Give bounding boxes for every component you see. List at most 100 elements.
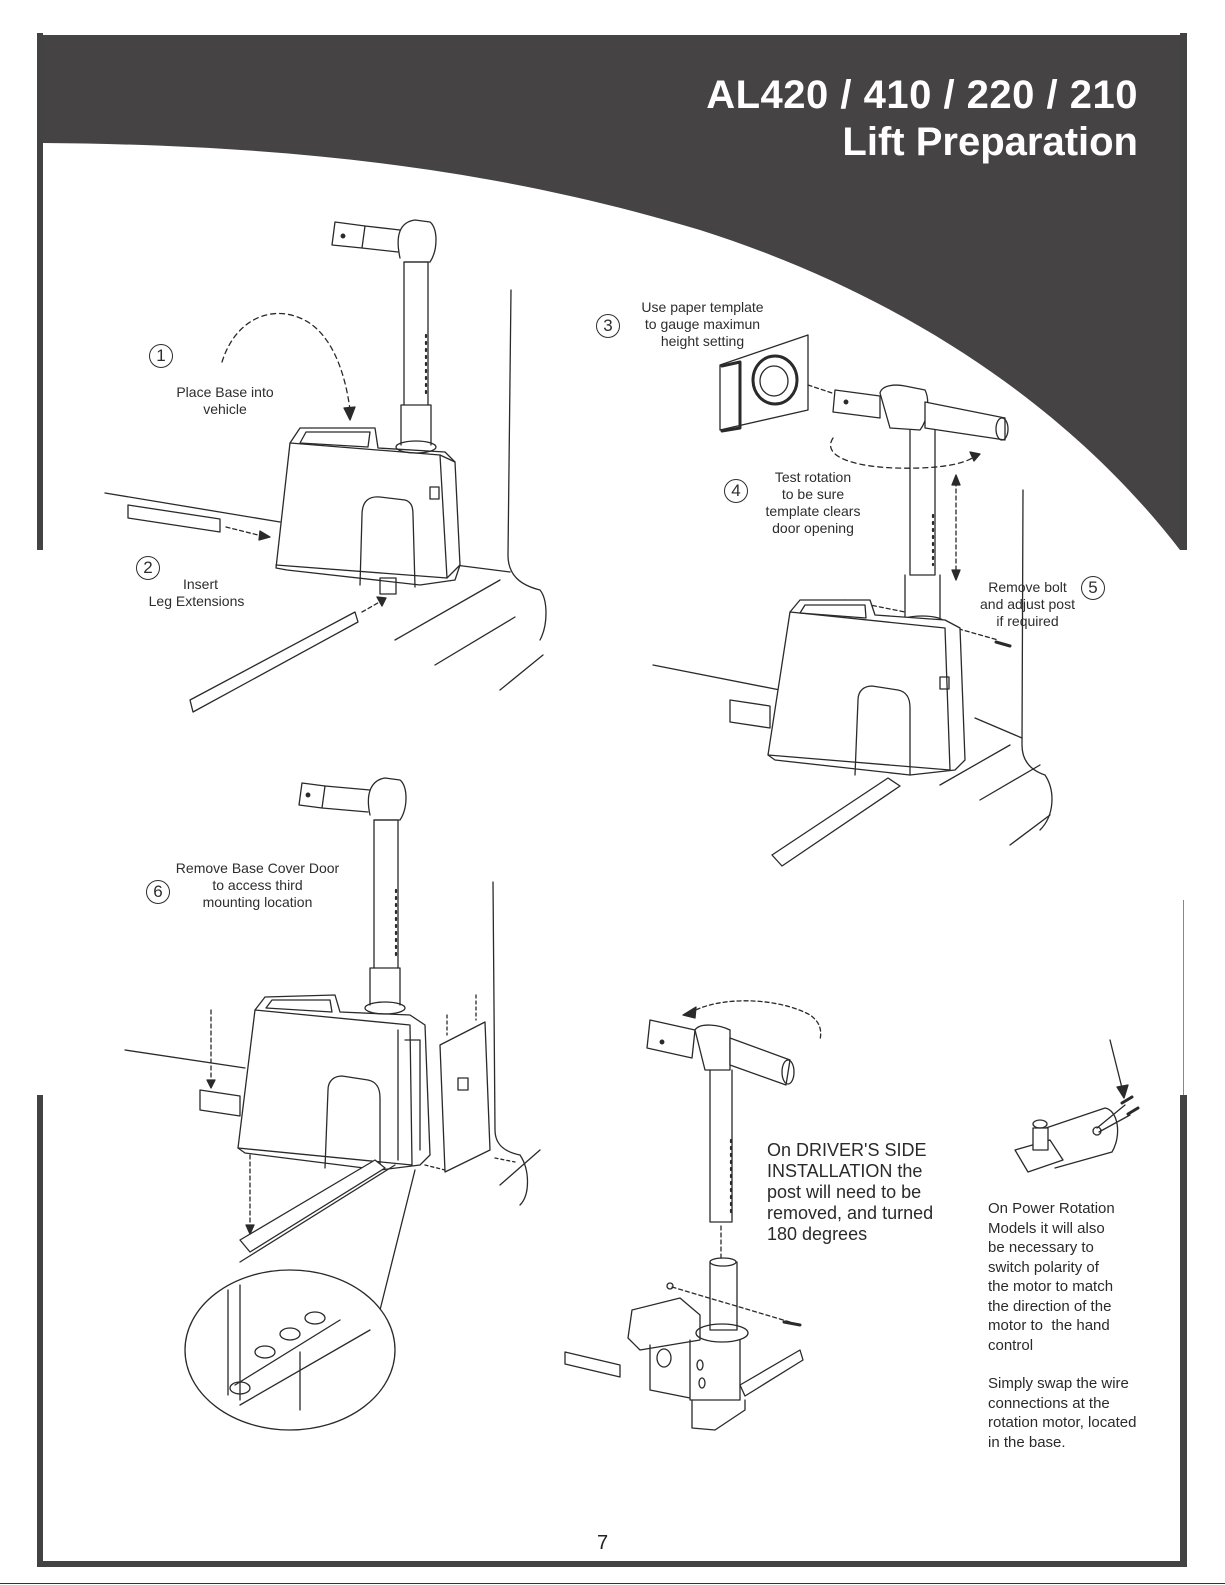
bolt xyxy=(994,640,1012,648)
height-adjust-arrowhead-bottom xyxy=(951,569,961,581)
caption-line: to be sure xyxy=(781,486,845,502)
note-line: be necessary to xyxy=(988,1239,1094,1256)
post-upper xyxy=(403,261,429,406)
note-line: control xyxy=(988,1336,1034,1354)
frame-leg-left xyxy=(564,1351,621,1378)
leg-extension-short-arrowhead xyxy=(258,530,271,541)
leg-drop-arrowhead-long xyxy=(245,1224,255,1235)
leg-long-3 xyxy=(239,1159,386,1253)
t-arm-4-right xyxy=(729,1037,791,1086)
cover-door-screw-lines xyxy=(446,994,477,1036)
base-tray xyxy=(299,431,371,448)
template-cutout xyxy=(751,354,799,406)
detail-callout-lines xyxy=(239,1164,416,1311)
caption-line: and adjust post xyxy=(980,596,1075,612)
step-caption-3: Use paper template to gauge maximun heig… xyxy=(625,299,780,350)
leg-extension-short-arrow xyxy=(225,526,263,537)
base-switch-2 xyxy=(939,676,950,690)
frame-border-left-bottom xyxy=(37,1095,43,1567)
bolt-4-line xyxy=(671,1286,791,1323)
motor-body xyxy=(1039,1107,1119,1169)
template-cutout-inner xyxy=(759,365,789,397)
frame-leg-front xyxy=(691,1399,746,1431)
frame-border-right-thin xyxy=(1183,900,1184,1100)
turn-arrowhead xyxy=(682,1006,697,1019)
frame-leg-right xyxy=(739,1349,804,1397)
note-line: rotation motor, located xyxy=(988,1414,1137,1431)
template-rotation-illustration xyxy=(652,334,1053,867)
leg-short-3 xyxy=(199,1089,241,1117)
bottom-rule xyxy=(0,1583,1225,1584)
caption-line: Place Base into xyxy=(176,384,274,400)
post-2-upper xyxy=(909,429,936,576)
t-arm-center xyxy=(879,384,929,431)
post-lower xyxy=(400,404,432,446)
step-number-3: 3 xyxy=(596,314,620,338)
step-number-5: 5 xyxy=(1081,576,1105,600)
vehicle-wall-line xyxy=(507,289,547,641)
motor-pointer-arrowhead xyxy=(1116,1084,1129,1099)
caption-line: to gauge maximun xyxy=(644,316,761,332)
caption-line: to access third xyxy=(212,877,303,893)
motor-pointer-arrow xyxy=(1109,1039,1123,1089)
place-arrowhead xyxy=(343,406,356,421)
vehicle-floor-line xyxy=(104,492,281,523)
frame-border-right-top xyxy=(1180,33,1187,550)
caption-line: template clears xyxy=(765,503,861,519)
turntable xyxy=(695,1323,749,1343)
vehicle-sill-line-3 xyxy=(499,1149,541,1186)
motor-gear xyxy=(1032,1127,1049,1151)
note-line: switch polarity of xyxy=(988,1258,1099,1276)
post-3-collar xyxy=(364,1001,406,1015)
post-3-upper xyxy=(373,819,399,969)
base-frame-4 xyxy=(649,1339,741,1401)
base-housing-3 xyxy=(237,994,431,1171)
note-line: motor to the hand xyxy=(988,1317,1110,1334)
motor-wire-ends xyxy=(1120,1095,1140,1116)
cover-door-dash-right xyxy=(424,1157,516,1171)
t-arm-4-right-end xyxy=(781,1059,795,1085)
post-removal-illustration xyxy=(564,1000,822,1431)
step-number-4: 4 xyxy=(724,479,748,503)
base-cover-door-illustration xyxy=(124,777,541,1431)
note-line: removed, and turned xyxy=(767,1203,934,1223)
banner-shape xyxy=(38,35,1187,550)
vehicle-floor-line-2 xyxy=(652,664,1023,739)
note-line: post will need to be xyxy=(767,1182,922,1202)
arm-3-elbow xyxy=(367,777,407,821)
socket-tube-top xyxy=(709,1257,737,1267)
motor-box xyxy=(627,1297,701,1351)
base-placement-illustration xyxy=(104,219,547,713)
note-line: in the base. xyxy=(988,1433,1066,1451)
base-switch xyxy=(429,486,440,500)
paragraph-spacer xyxy=(988,1355,1136,1374)
motor-wires xyxy=(1096,1104,1131,1133)
base-housing xyxy=(275,427,461,586)
vehicle-wall-line-2 xyxy=(1021,489,1053,831)
vehicle-sill-lines xyxy=(394,579,544,691)
frame-hole-b xyxy=(698,1377,706,1389)
frame-border-left-top xyxy=(37,33,43,550)
bolt-4 xyxy=(782,1320,802,1327)
template-band xyxy=(720,360,742,433)
base-arch-door xyxy=(359,496,416,588)
frame-border-right-bottom xyxy=(1180,1095,1187,1567)
note-line: On Power Rotation xyxy=(988,1200,1115,1217)
base-front-face xyxy=(275,442,448,579)
caption-line: Insert xyxy=(182,576,218,592)
caption-line: Use paper template xyxy=(641,299,764,315)
caption-line: door opening xyxy=(772,520,854,536)
note-line: Simply swap the wire xyxy=(988,1375,1129,1392)
base-tray-3 xyxy=(265,999,333,1013)
bolt-4-nut xyxy=(666,1282,674,1290)
t-arm-right-end xyxy=(995,417,1009,441)
rotation-arc-arrow xyxy=(830,437,976,469)
base-arch-door-3 xyxy=(324,1075,381,1169)
frame-hole-c xyxy=(656,1348,672,1368)
socket-tube xyxy=(709,1261,738,1331)
header-banner xyxy=(38,35,1187,550)
template-dash-line xyxy=(807,384,833,394)
driver-side-note: On DRIVER'S SIDE INSTALLATION the post w… xyxy=(767,1140,933,1245)
